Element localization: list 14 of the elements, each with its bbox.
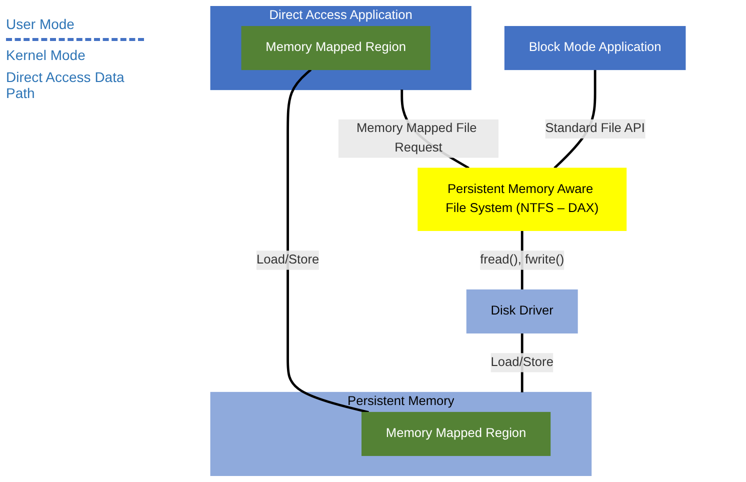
edge-label: Load/Store: [490, 355, 554, 370]
node-box: Persistent Memory Aware File System (NTFS – DAX): [418, 168, 627, 231]
edge-label: Standard File API: [545, 122, 645, 136]
note-label: Direct Access Data Path: [6, 69, 126, 101]
node-box: Block Mode Application: [504, 26, 686, 70]
edge-label: Load/Store: [256, 253, 320, 267]
connector: [286, 68, 369, 414]
edge-label: fread(), fwrite(): [480, 253, 564, 267]
note-label: User Mode: [6, 16, 76, 32]
node-box: Memory Mapped Region: [241, 26, 430, 70]
node-box: Disk Driver: [466, 289, 578, 334]
note-label: Kernel Mode: [6, 47, 86, 63]
node-box: Memory Mapped Region: [362, 412, 551, 456]
edge-label: Memory Mapped File Request: [356, 122, 477, 155]
